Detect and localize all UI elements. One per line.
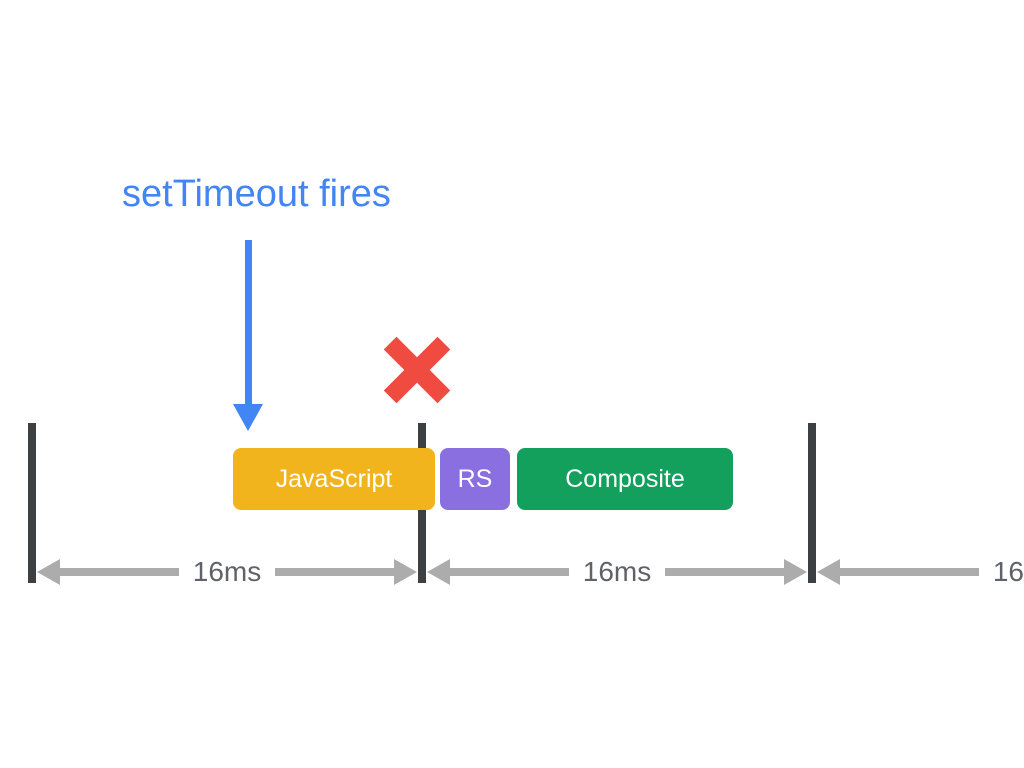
settimeout-fires-label: setTimeout fires (122, 173, 391, 215)
task-label: JavaScript (275, 464, 393, 493)
span-duration-label: 16ms (582, 556, 652, 587)
frame-boundary-line-1 (28, 423, 36, 583)
down-arrow-head (233, 404, 263, 431)
arrow-shaft (60, 568, 179, 576)
arrow-shaft (450, 568, 569, 576)
down-arrow-icon (233, 240, 263, 431)
arrow-shaft (665, 568, 784, 576)
frame-span-arrow-1: 16ms (37, 556, 417, 587)
frame-boundary-line-3 (808, 423, 816, 583)
task-block-javascript: JavaScript (233, 448, 435, 510)
arrowhead-left-icon (817, 559, 840, 585)
task-block-rs: RS (440, 448, 510, 510)
arrow-shaft (275, 568, 394, 576)
span-duration-label: 16ms (192, 556, 262, 587)
task-block-composite: Composite (517, 448, 733, 510)
x-mark-icon (383, 336, 451, 404)
task-label: Composite (565, 464, 685, 493)
down-arrow-shaft (244, 240, 252, 406)
arrowhead-left-icon (37, 559, 60, 585)
arrow-shaft (840, 568, 979, 576)
task-label: RS (457, 464, 493, 493)
arrowhead-right-icon (394, 559, 417, 585)
frame-span-arrow-3: 16 (817, 556, 1024, 587)
frame-span-arrow-2: 16ms (427, 556, 807, 587)
span-duration-label: 16 (992, 556, 1024, 587)
arrowhead-right-icon (784, 559, 807, 585)
arrowhead-left-icon (427, 559, 450, 585)
